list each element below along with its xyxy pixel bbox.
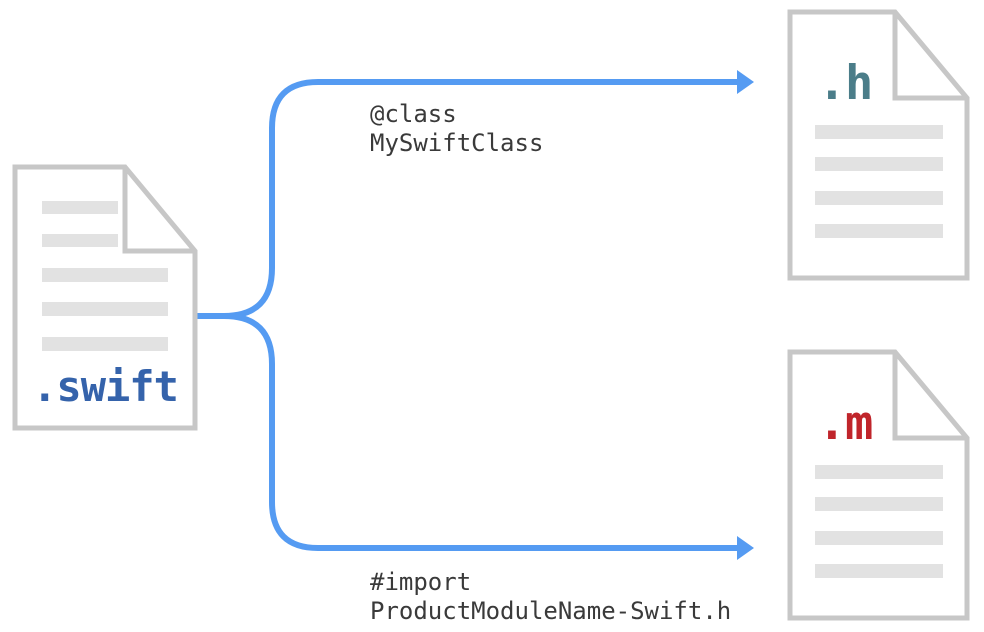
implementation-annotation-line2: ProductModuleName-Swift.h [370,597,732,625]
swift-file-label: .swift [32,362,179,411]
implementation-arrow-annotation: #import ProductModuleName-Swift.h [370,568,731,626]
swift-file-page [12,164,198,431]
implementation-file-textline [815,531,943,545]
implementation-file-textline [815,465,943,479]
header-file-textline [815,125,943,139]
swift-file-fold-icon [122,167,195,254]
implementation-file-icon [787,349,970,621]
header-file-label: .h [817,56,874,111]
header-arrow-annotation: @class MySwiftClass [370,100,543,158]
arrow-to-header [195,79,739,319]
header-annotation-line2: MySwiftClass [370,129,544,157]
implementation-file-fold-icon [892,352,967,441]
swift-file-textline [42,201,118,214]
swift-file-textline [42,234,118,247]
swift-file-textline [42,302,168,316]
swift-file-textline [42,268,168,282]
header-file-page [787,9,970,281]
swift-file-textline [42,337,168,351]
arrowhead-to-header-icon [737,70,754,94]
header-file-textline [815,157,943,171]
header-file-textline [815,224,943,238]
implementation-file-label: .m [817,396,874,451]
arrow-group [195,70,754,560]
implementation-file-textline [815,497,943,511]
header-annotation-line1: @class [370,100,457,128]
header-file-textline [815,191,943,205]
header-file-icon [787,9,970,281]
header-file-fold-icon [892,12,967,101]
implementation-annotation-line1: #import [370,568,472,596]
implementation-file-page [787,349,970,621]
arrow-to-implementation [195,313,739,551]
swift-file-icon [12,164,198,431]
implementation-file-textline [815,564,943,578]
arrowhead-to-implementation-icon [737,536,754,560]
